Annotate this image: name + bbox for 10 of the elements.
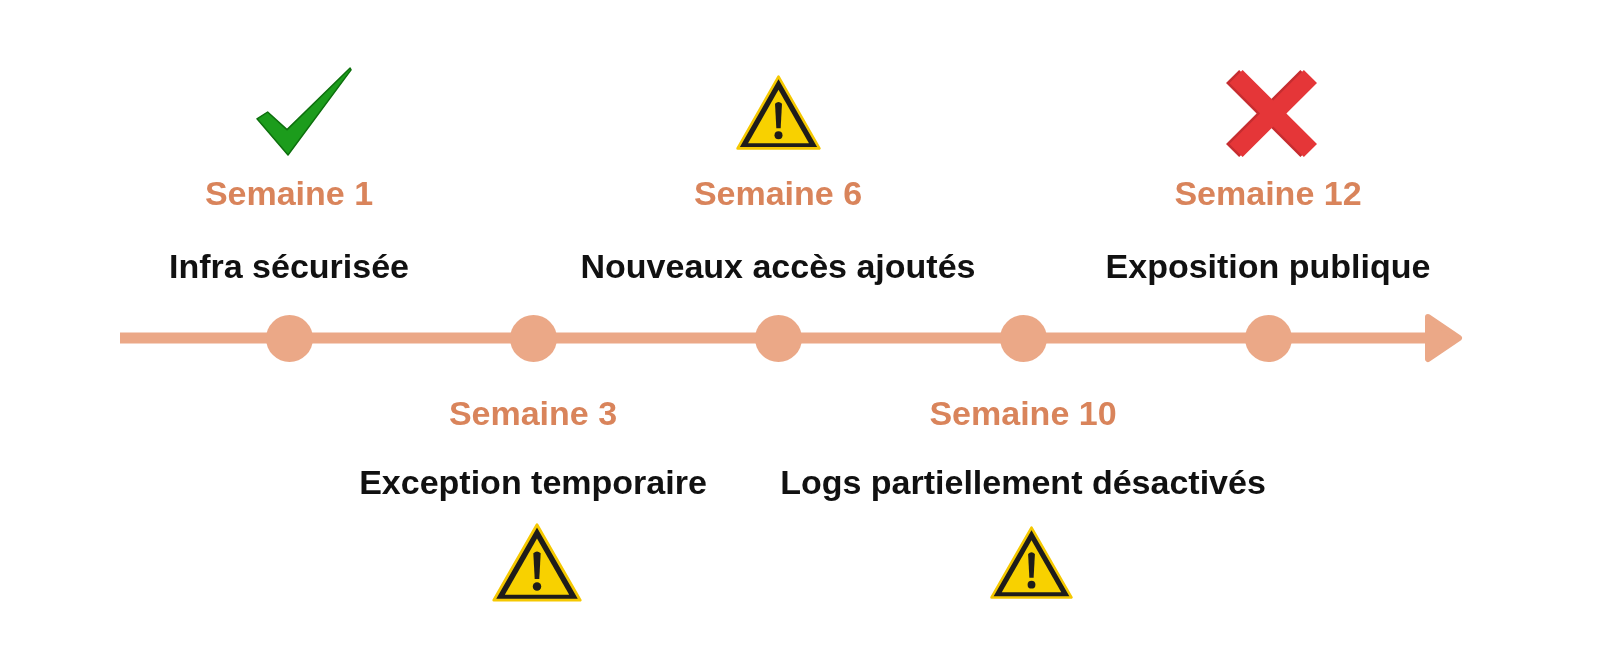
milestone-label: Nouveaux accès ajoutés: [580, 246, 976, 286]
milestone-label: Logs partiellement désactivés: [780, 462, 1266, 502]
week-label: Semaine 12: [1174, 173, 1362, 213]
week-label: Semaine 1: [204, 173, 374, 213]
milestone-label: Exception temporaire: [359, 462, 707, 502]
week-label: Semaine 3: [448, 393, 618, 433]
week-label: Semaine 6: [693, 173, 863, 213]
week-label: Semaine 10: [929, 393, 1117, 433]
milestone-label: Infra sécurisée: [169, 246, 409, 286]
milestone-label: Exposition publique: [1105, 246, 1431, 286]
